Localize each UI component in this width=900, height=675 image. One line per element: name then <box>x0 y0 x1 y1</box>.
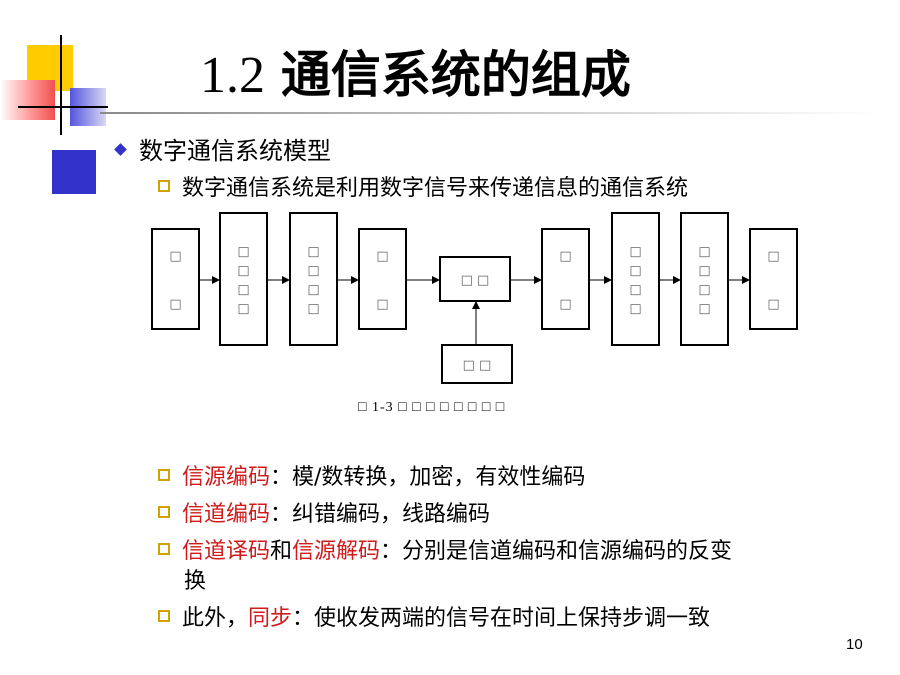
diagram-block-frame <box>358 228 407 330</box>
diagram-block-frame <box>441 344 513 384</box>
page-number: 10 <box>846 636 863 653</box>
diagram-block-label: □ <box>169 297 181 312</box>
diagram-block-label: □ <box>629 245 641 260</box>
deco-vertical-line <box>60 35 62 135</box>
diagram-block-7: □□ <box>541 228 590 330</box>
deco-blue-square <box>52 150 96 194</box>
desc-channel-coding: ：纠错编码，线路编码 <box>270 502 491 527</box>
square-bullet-icon <box>158 543 170 555</box>
diagram-block-label: □ <box>629 302 641 317</box>
bullet-main: 数字通信系统模型 <box>114 136 331 166</box>
diagram-block-8: □ □ □ □ <box>611 212 660 346</box>
deco-horizontal-line <box>18 106 108 108</box>
bullet-channel-coding: 信道编码：纠错编码，线路编码 <box>158 499 490 531</box>
bullet-main-text: 数字通信系统模型 <box>139 137 331 165</box>
term-source-coding: 信源编码 <box>182 465 271 490</box>
diagram-block-frame <box>749 228 798 330</box>
deco-red-gradient <box>0 80 55 120</box>
diagram-block-frame <box>219 212 268 346</box>
diagram-block-label: □ <box>237 283 249 298</box>
diagram-block-label: □ <box>237 264 249 279</box>
diagram-block-label: □ <box>698 245 710 260</box>
diagram-block-label: □ <box>629 283 641 298</box>
sub-definition-text: 数字通信系统是利用数字信号来传递信息的通信系统 <box>182 176 689 201</box>
diagram-block-frame <box>611 212 660 346</box>
diagram-block-5: □ □ <box>439 256 511 302</box>
diagram-block-label: □ <box>559 249 571 264</box>
desc-sync: ：使收发两端的信号在时间上保持步调一致 <box>292 606 711 631</box>
bullet-decoding: 信道译码和信源解码：分别是信道编码和信源编码的反变 <box>158 536 732 568</box>
diagram-block-label: □ <box>376 297 388 312</box>
desc-decoding: ：分别是信道编码和信源编码的反变 <box>380 539 733 564</box>
square-bullet-icon <box>158 506 170 518</box>
diagram-block-3: □ □ □ □ <box>289 212 338 346</box>
term-channel-decoding: 信道译码 <box>182 539 271 564</box>
diagram-block-9: □ □ □ □ <box>680 212 729 346</box>
diagram-block-frame <box>541 228 590 330</box>
diagram-block-label: □ <box>169 249 181 264</box>
diagram-block-label: □ <box>237 245 249 260</box>
term-channel-coding: 信道编码 <box>182 502 271 527</box>
diagram-block-label: □ <box>767 297 779 312</box>
diagram-block-frame <box>680 212 729 346</box>
title-divider <box>100 112 880 114</box>
diagram-block-2: □ □ □ □ <box>219 212 268 346</box>
conjunction-and: 和 <box>270 539 293 564</box>
system-model-diagram: □□□□□□□□□□□□□ □□ □□□□□□□□□□□□□ <box>151 212 798 384</box>
square-bullet-icon <box>158 469 170 481</box>
diagram-block-label: □ <box>767 249 779 264</box>
diagram-block-label: □ □ <box>461 273 490 288</box>
diagram-block-label: □ <box>629 264 641 279</box>
diagram-block-label: □ □ <box>463 358 492 373</box>
bullet-source-coding: 信源编码：模/数转换，加密，有效性编码 <box>158 462 585 494</box>
diagram-block-6: □ □ <box>441 344 513 384</box>
diagram-block-label: □ <box>698 302 710 317</box>
diagram-block-frame <box>289 212 338 346</box>
desc-source-coding: ：模/数转换，加密，有效性编码 <box>270 465 586 490</box>
diagram-block-label: □ <box>559 297 571 312</box>
diagram-block-label: □ <box>698 264 710 279</box>
diagram-block-label: □ <box>307 264 319 279</box>
bullet-sync: 此外，同步：使收发两端的信号在时间上保持步调一致 <box>158 603 710 635</box>
term-source-decoding: 信源解码 <box>292 539 381 564</box>
diagram-block-label: □ <box>237 302 249 317</box>
diagram-block-4: □□ <box>358 228 407 330</box>
page-title: 1.2 通信系统的组成 <box>200 42 880 108</box>
term-sync: 同步 <box>248 606 293 631</box>
sync-prefix: 此外， <box>182 606 249 631</box>
diagram-block-label: □ <box>307 245 319 260</box>
square-bullet-icon <box>158 180 170 192</box>
diagram-block-1: □□ <box>151 228 200 330</box>
diagram-block-label: □ <box>376 249 388 264</box>
diagram-block-label: □ <box>698 283 710 298</box>
title-text: 通信系统的组成 <box>280 46 631 104</box>
diagram-block-label: □ <box>307 302 319 317</box>
desc-decoding-continued: 换 <box>184 569 207 594</box>
diagram-block-frame <box>151 228 200 330</box>
title-number: 1.2 <box>200 47 265 104</box>
square-bullet-icon <box>158 610 170 622</box>
sub-definition: 数字通信系统是利用数字信号来传递信息的通信系统 <box>158 173 688 205</box>
diagram-block-label: □ <box>307 283 319 298</box>
diagram-block-10: □□ <box>749 228 798 330</box>
figure-caption: □ 1-3 □ □ □ □ □ □ □ □ <box>358 400 506 415</box>
